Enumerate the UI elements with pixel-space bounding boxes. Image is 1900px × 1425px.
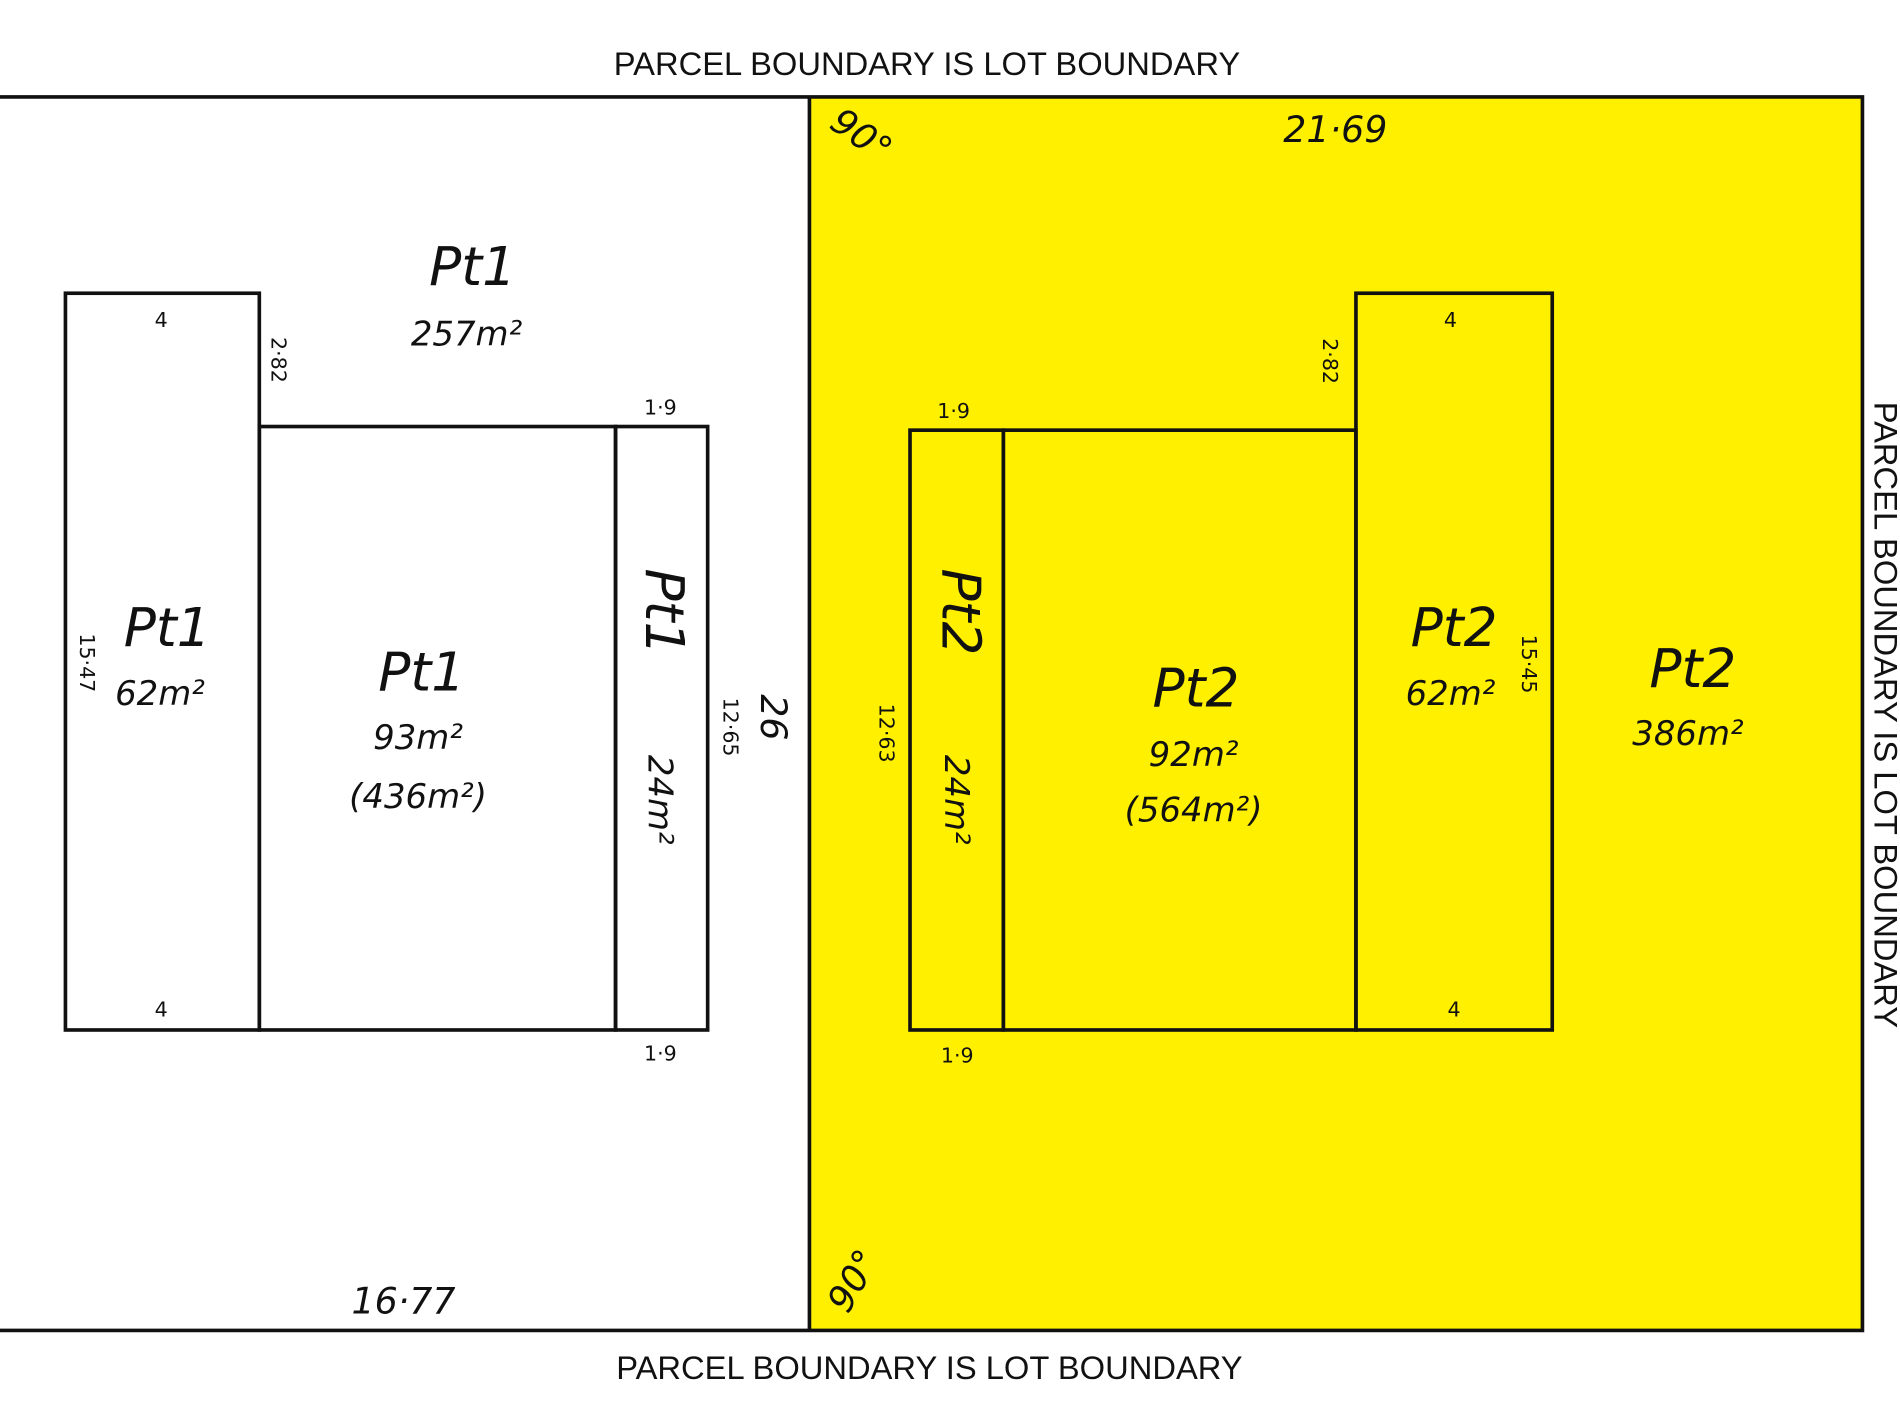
parcel-total: (564m²) bbox=[1125, 791, 1263, 830]
parcel-name: Pt1 bbox=[124, 597, 211, 659]
dim-label: 4 bbox=[155, 998, 168, 1022]
parcel-area: 93m² bbox=[373, 718, 463, 757]
right-label: PARCEL BOUNDARY IS LOT BOUNDARY bbox=[1868, 402, 1900, 1029]
top-length: 21·69 bbox=[1283, 108, 1387, 151]
top-label: PARCEL BOUNDARY IS LOT BOUNDARY bbox=[614, 45, 1241, 82]
parcel-total: (436m²) bbox=[349, 777, 487, 816]
parcel-area: 62m² bbox=[1406, 674, 1496, 713]
dim-label: 1·9 bbox=[644, 1041, 677, 1065]
dim-label: 4 bbox=[1448, 998, 1461, 1022]
parcel-name: Pt1 bbox=[429, 236, 516, 298]
dim-label: 12·65 bbox=[718, 698, 742, 757]
parcel-2-area bbox=[809, 96, 1863, 1331]
parcel-name: Pt1 bbox=[633, 568, 695, 655]
depth: 26 bbox=[752, 694, 795, 740]
bottom-label: PARCEL BOUNDARY IS LOT BOUNDARY bbox=[616, 1349, 1243, 1386]
dim-label: 15·45 bbox=[1517, 635, 1541, 694]
pt1-strip-unit bbox=[613, 424, 710, 1032]
pt2-right-unit bbox=[1354, 291, 1555, 1032]
parcel-name: Pt2 bbox=[1153, 657, 1240, 719]
dim-label: 12·63 bbox=[875, 704, 899, 763]
dim-label: 1·9 bbox=[644, 395, 677, 419]
parcel-area: 24m² bbox=[937, 755, 976, 845]
dim-label: 4 bbox=[1444, 308, 1457, 332]
parcel-name: Pt1 bbox=[378, 642, 465, 704]
parcel-area: 62m² bbox=[115, 674, 205, 713]
parcel-area: 24m² bbox=[640, 755, 679, 845]
dim-label: 1·9 bbox=[941, 1044, 974, 1068]
parcel-area: 92m² bbox=[1149, 735, 1239, 774]
dim-label: 2·82 bbox=[266, 337, 290, 383]
parcel-area: 257m² bbox=[411, 314, 523, 353]
parcel-name: Pt2 bbox=[1411, 597, 1498, 659]
outer-boundary bbox=[0, 95, 1865, 1333]
parcel-name: Pt2 bbox=[1649, 638, 1736, 700]
dim-label: 15·47 bbox=[75, 633, 99, 692]
parcel-area: 386m² bbox=[1632, 714, 1744, 753]
dim-label: 1·9 bbox=[937, 399, 970, 423]
dim-label: 2·82 bbox=[1318, 338, 1342, 384]
parcel-name: Pt2 bbox=[930, 568, 992, 655]
dim-label: 4 bbox=[155, 308, 168, 332]
bottom-length: 16·77 bbox=[351, 1280, 455, 1323]
